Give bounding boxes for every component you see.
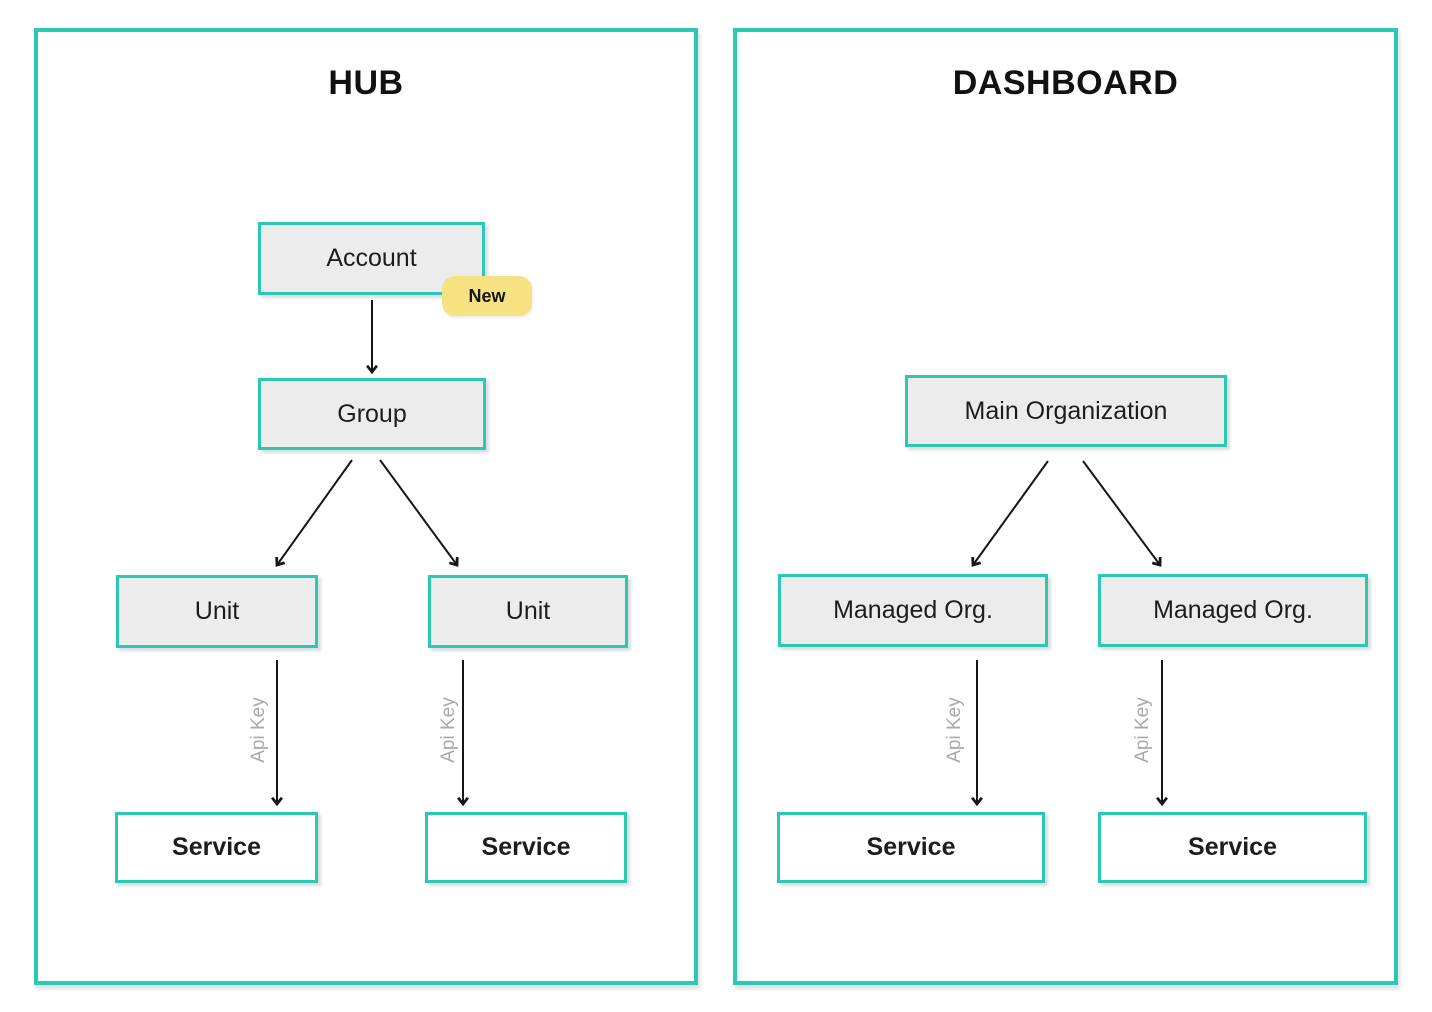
api-key-label-right: Api Key bbox=[438, 697, 459, 763]
node-unit-left: Unit bbox=[116, 575, 318, 648]
node-unit-right: Unit bbox=[428, 575, 628, 648]
hub-title: HUB bbox=[328, 64, 404, 102]
hub-panel: HUB Account New Group Unit Unit Service … bbox=[34, 28, 698, 985]
api-key-label-left: Api Key bbox=[944, 697, 965, 763]
dashboard-title: DASHBOARD bbox=[952, 64, 1179, 102]
node-managed-org-right: Managed Org. bbox=[1098, 574, 1368, 647]
dashboard-panel: DASHBOARD Main Organization Managed Org.… bbox=[733, 28, 1398, 985]
api-key-label-left: Api Key bbox=[248, 697, 269, 763]
node-service-left: Service bbox=[115, 812, 318, 883]
node-main-organization: Main Organization bbox=[905, 375, 1227, 447]
api-key-label-right: Api Key bbox=[1132, 697, 1153, 763]
new-badge: New bbox=[442, 276, 532, 316]
node-service-right: Service bbox=[1098, 812, 1367, 883]
arrow-group-to-unit-left bbox=[275, 459, 353, 567]
node-service-right: Service bbox=[425, 812, 627, 883]
arrow-mainorg-to-managed-right bbox=[1082, 460, 1162, 567]
arrow-group-to-unit-right bbox=[379, 459, 459, 567]
node-managed-org-left: Managed Org. bbox=[778, 574, 1048, 647]
node-service-left: Service bbox=[777, 812, 1045, 883]
node-group: Group bbox=[258, 378, 486, 450]
arrow-mainorg-to-managed-left bbox=[971, 460, 1049, 567]
